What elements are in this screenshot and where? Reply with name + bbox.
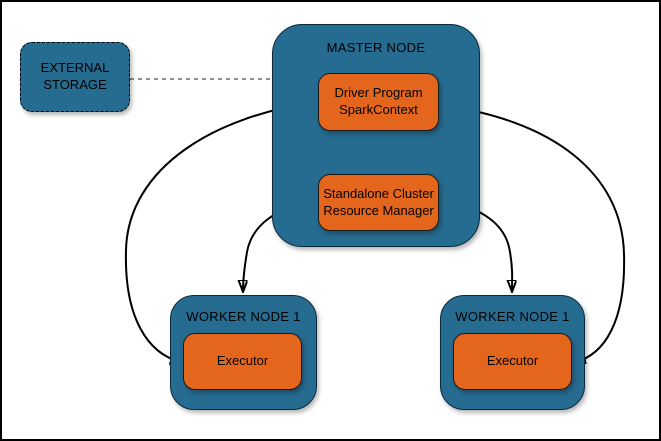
resource-manager-label: Standalone Cluster Resource Manager (323, 185, 434, 218)
executor-box-right: Executor (453, 333, 572, 390)
worker-node-right-title: WORKER NODE 1 (455, 309, 570, 324)
worker-node-left-title: WORKER NODE 1 (186, 309, 301, 324)
executor-right-label: Executor (486, 353, 539, 369)
driver-program-label: Driver Program SparkContext (334, 85, 423, 117)
resource-manager-box: Standalone Cluster Resource Manager (318, 174, 439, 231)
executor-box-left: Executor (183, 333, 302, 390)
master-node-title: MASTER NODE (326, 40, 426, 55)
executor-left-label: Executor (216, 353, 269, 369)
external-storage-label: EXTERNAL STORAGE (40, 60, 110, 92)
external-storage-node: EXTERNAL STORAGE (20, 42, 130, 112)
driver-program-box: Driver Program SparkContext (318, 73, 439, 131)
